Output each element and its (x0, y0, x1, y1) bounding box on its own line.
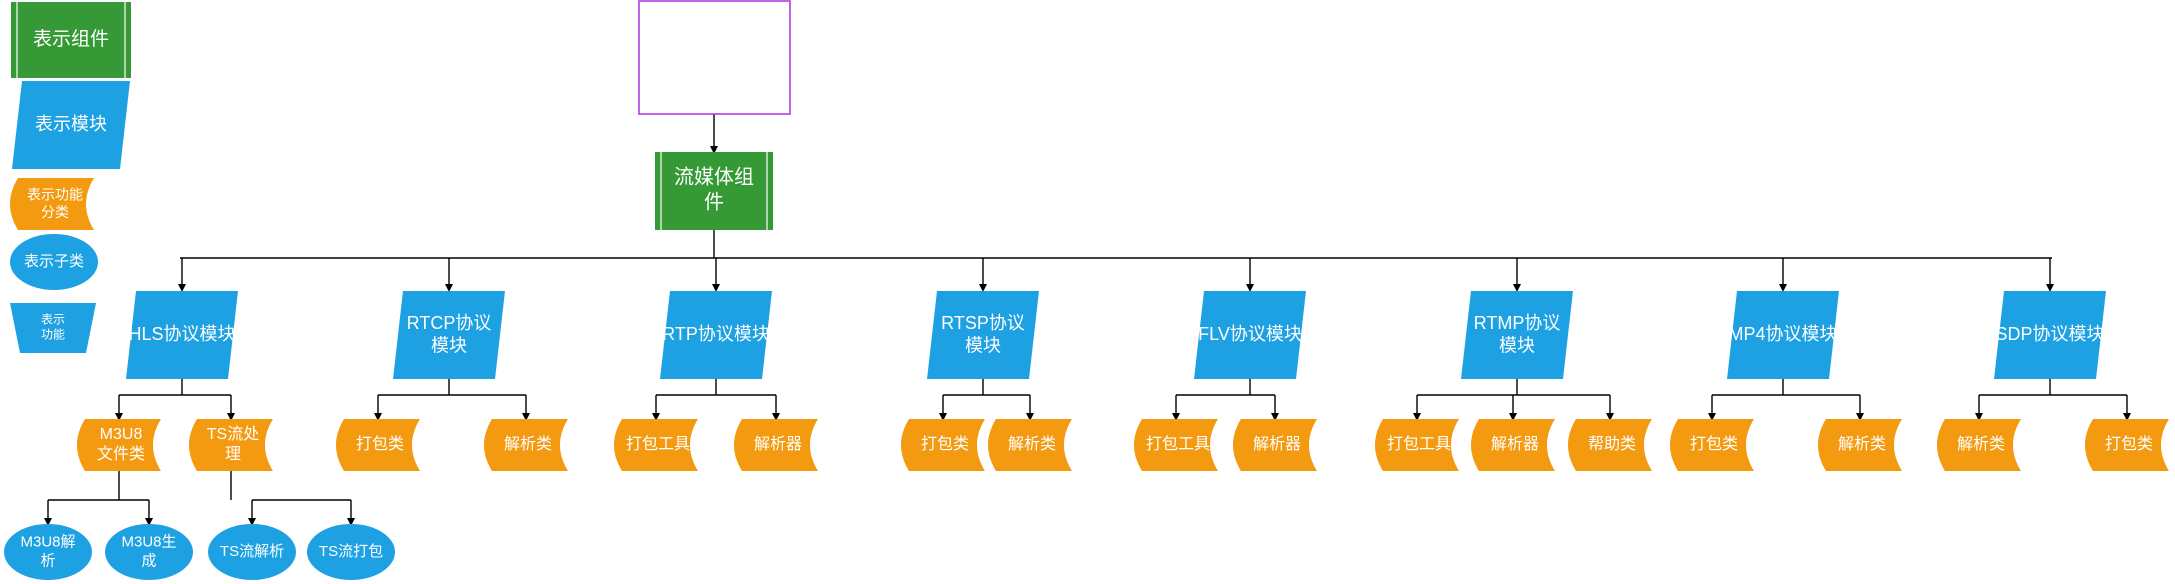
node-label: 解析类 (1838, 435, 1886, 453)
node-label: RTMP协议模块 (1474, 313, 1561, 356)
node-label: 打包工具 (1387, 435, 1451, 453)
node-label: M3U8解析 (20, 534, 75, 570)
node-label: MP4协议模块 (1728, 324, 1837, 344)
subclass-0-0-1 (105, 524, 193, 580)
category-6-0 (1670, 419, 1754, 471)
node-label: TS流打包 (319, 543, 383, 560)
node-label: 表示功能分类 (27, 186, 83, 220)
connector-lines (44, 114, 2131, 526)
component-node (655, 152, 773, 230)
module-5 (1461, 291, 1573, 379)
category-0-1 (189, 419, 273, 471)
category-4-0 (1134, 419, 1218, 471)
root-node: 网络引擎 (638, 0, 791, 115)
node-label: 流媒体组件 (674, 166, 754, 214)
node-label: 打包类 (356, 435, 404, 453)
node-label: 表示功能 (41, 313, 65, 342)
legend-module (12, 81, 130, 169)
legend-component (11, 2, 131, 78)
node-label: M3U8生成 (121, 534, 176, 570)
node-label: 网络引擎 (668, 42, 760, 68)
node-label: 打包类 (921, 435, 969, 453)
legend-subclass (10, 234, 98, 290)
category-5-2 (1568, 419, 1652, 471)
node-label: FLV协议模块 (1198, 324, 1302, 344)
module-4 (1194, 291, 1306, 379)
node-label: 表示模块 (35, 114, 107, 134)
module-1 (393, 291, 505, 379)
node-label: RTCP协议模块 (407, 313, 492, 356)
node-label: 打包类 (2105, 435, 2153, 453)
category-6-1 (1818, 419, 1902, 471)
module-7 (1994, 291, 2106, 379)
category-1-1 (484, 419, 568, 471)
module-0 (126, 291, 238, 379)
category-3-0 (901, 419, 985, 471)
node-label: RTSP协议模块 (941, 313, 1025, 356)
module-6 (1727, 291, 1839, 379)
module-2 (660, 291, 772, 379)
node-label: HLS协议模块 (128, 324, 235, 344)
node-label: 打包工具 (626, 435, 690, 453)
category-0-0 (77, 419, 161, 471)
subclass-0-1-1 (307, 524, 395, 580)
node-label: 解析类 (504, 435, 552, 453)
node-label: 解析器 (1253, 435, 1301, 453)
legend-category (10, 178, 94, 230)
node-label: 打包类 (1690, 435, 1738, 453)
category-2-0 (614, 419, 698, 471)
category-2-1 (734, 419, 818, 471)
node-label: TS流处理 (207, 425, 259, 463)
legend-function (10, 303, 96, 353)
node-label: 帮助类 (1588, 435, 1636, 453)
category-3-1 (988, 419, 1072, 471)
node-label: 解析类 (1957, 435, 2005, 453)
category-5-0 (1375, 419, 1459, 471)
subclass-0-1-0 (208, 524, 296, 580)
category-7-0 (1937, 419, 2021, 471)
category-5-1 (1471, 419, 1555, 471)
node-label: 解析器 (1491, 435, 1539, 453)
category-7-1 (2085, 419, 2169, 471)
node-label: 打包工具 (1146, 435, 1210, 453)
category-1-0 (336, 419, 420, 471)
node-label: 解析器 (754, 435, 802, 453)
category-4-1 (1233, 419, 1317, 471)
node-label: 表示子类 (24, 253, 84, 270)
node-label: SDP协议模块 (1995, 324, 2104, 344)
module-3 (927, 291, 1039, 379)
subclass-0-0-0 (4, 524, 92, 580)
node-label: 解析类 (1008, 435, 1056, 453)
node-label: RTP协议模块 (662, 324, 770, 344)
node-label: 表示组件 (33, 28, 109, 50)
node-label: TS流解析 (220, 543, 284, 560)
